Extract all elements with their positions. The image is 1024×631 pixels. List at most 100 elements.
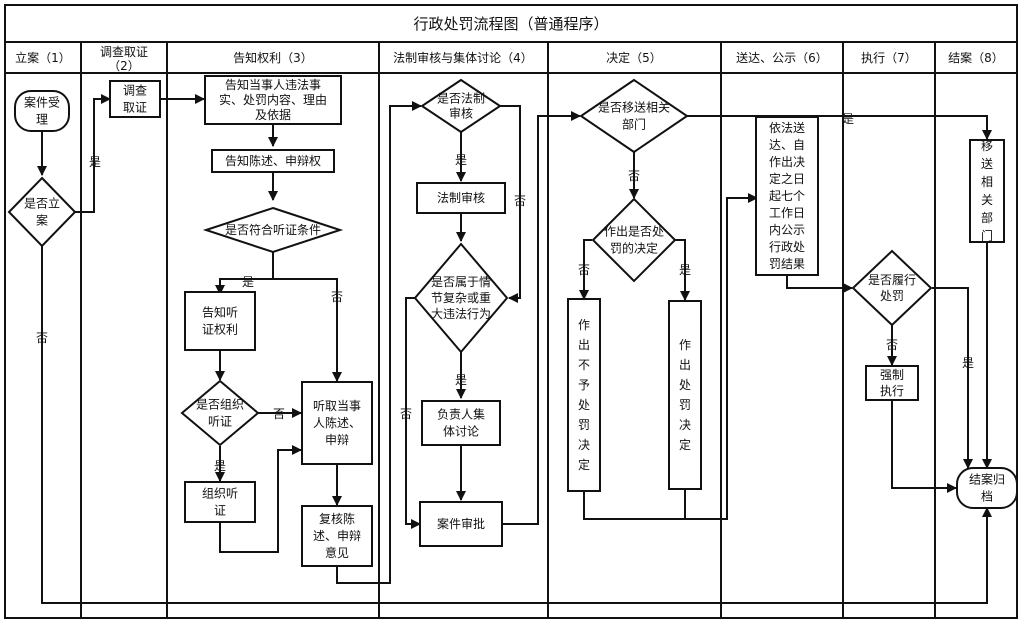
- decision-diamond: [851, 249, 933, 327]
- node-text-line: 取证: [123, 101, 147, 115]
- node-text-line: 负责人集: [437, 407, 485, 422]
- node-text-line: 申辩: [325, 433, 349, 447]
- decision-diamond: [202, 206, 344, 254]
- node-investigate: 调查取证: [109, 80, 161, 118]
- node-text-line: 工作日: [769, 206, 805, 220]
- node-text-line: 调查: [123, 84, 147, 98]
- node-text-line: 实、处罚内容、理由: [219, 92, 327, 107]
- node-text-line: 档: [981, 490, 993, 504]
- label-register-yes: 是: [89, 155, 101, 169]
- terminal-shape: [14, 90, 70, 132]
- node-text-line: 决: [578, 438, 590, 452]
- process-box: [567, 298, 601, 492]
- node-text-line: 述、申辩: [313, 529, 361, 543]
- lane-header-jiean: 结案（8）: [948, 50, 1004, 65]
- edge-complex-no: [405, 297, 421, 529]
- decision-diamond: [7, 176, 77, 248]
- node-legal-review: 法制审核: [416, 182, 506, 214]
- edge-penalty-no: [579, 239, 592, 300]
- label-legal-no: 否: [514, 194, 526, 208]
- node-text-line: 意见: [325, 545, 349, 560]
- lane-header-jueding: 决定（5）: [606, 50, 662, 65]
- lane-header-gaozhi: 告知权利（3）: [233, 51, 313, 65]
- edge-publicize-to-performq: [786, 276, 853, 293]
- process-box: [419, 501, 503, 547]
- node-approve: 案件审批: [419, 501, 503, 547]
- node-hearing-cond: 是否符合听证条件: [202, 206, 344, 254]
- lane-separators: [80, 42, 936, 618]
- outer-frame: [4, 4, 1018, 619]
- node-text-line: 听取当事: [313, 399, 361, 413]
- node-text-line: 是否履行: [868, 273, 916, 287]
- terminal-shape: [956, 467, 1018, 509]
- edge-register-yes: [75, 94, 111, 213]
- lane-header-songda: 送达、公示（6）: [736, 50, 828, 65]
- edge-penalty-yes: [675, 239, 690, 301]
- node-text-line: 结案归: [969, 472, 1005, 487]
- label-organize-yes: 是: [214, 459, 226, 473]
- node-text-line: 决: [679, 418, 691, 432]
- node-text-line: 依法送: [769, 120, 805, 135]
- node-text-line: 关: [981, 193, 993, 207]
- node-text-line: 告知听: [202, 306, 238, 320]
- node-text-line: 是否移送相关: [598, 100, 670, 115]
- edge-labels: 是 否 是 否 否 是 是 否 是 否 是 否 否 是 是 否: [36, 112, 974, 473]
- label-hearing-no: 否: [331, 290, 343, 304]
- process-box: [184, 291, 256, 351]
- process-box: [416, 182, 506, 214]
- label-transfer-no: 否: [628, 169, 640, 183]
- label-transfer-yes: 是: [842, 112, 854, 126]
- process-box: [865, 365, 919, 401]
- node-text-line: 证权利: [202, 323, 238, 337]
- node-text-line: 体讨论: [443, 425, 479, 439]
- node-text-line: 不: [578, 358, 590, 372]
- node-text-line: 罚结果: [769, 257, 805, 271]
- node-text-line: 强制: [880, 368, 904, 382]
- node-text-line: 告知陈述、申辩权: [225, 153, 321, 168]
- lane-header-lian: 立案（1）: [15, 50, 71, 65]
- edge-approve-to-transferq: [503, 111, 581, 525]
- process-box: [301, 381, 373, 465]
- label-legal-yes: 是: [455, 153, 467, 167]
- edge-transfer-yes: [687, 115, 992, 140]
- node-text-line: 罚的决定: [610, 241, 658, 256]
- process-box: [204, 75, 342, 125]
- edge-hearing-no: [273, 278, 342, 382]
- process-box: [184, 481, 256, 523]
- node-text-line: 处: [578, 398, 590, 412]
- node-text-line: 作: [578, 318, 590, 332]
- node-text-line: 出: [679, 358, 691, 372]
- node-text-line: 案件受: [24, 95, 60, 110]
- node-text-line: 罚: [578, 418, 590, 432]
- node-text-line: 是否属于情: [431, 275, 491, 289]
- label-penalty-yes: 是: [679, 263, 691, 277]
- decision-diamond: [579, 78, 689, 154]
- node-text-line: 罚: [679, 398, 691, 412]
- node-text-line: 部门: [622, 117, 646, 132]
- node-text-line: 作出决: [769, 155, 805, 169]
- edges: [37, 94, 992, 604]
- node-text-line: 行政处: [769, 240, 805, 254]
- decision-diamond: [413, 242, 509, 354]
- node-text-line: 执行: [880, 384, 904, 398]
- node-text-line: 理: [36, 113, 48, 127]
- edge-organize-to-listen: [219, 445, 302, 553]
- label-register-no: 否: [36, 331, 48, 345]
- node-text-line: 定: [578, 457, 590, 472]
- lane-header-diaocha-line2: （2）: [108, 59, 140, 73]
- edge-review-to-legalq: [336, 101, 422, 584]
- node-text-line: 及依据: [255, 107, 291, 122]
